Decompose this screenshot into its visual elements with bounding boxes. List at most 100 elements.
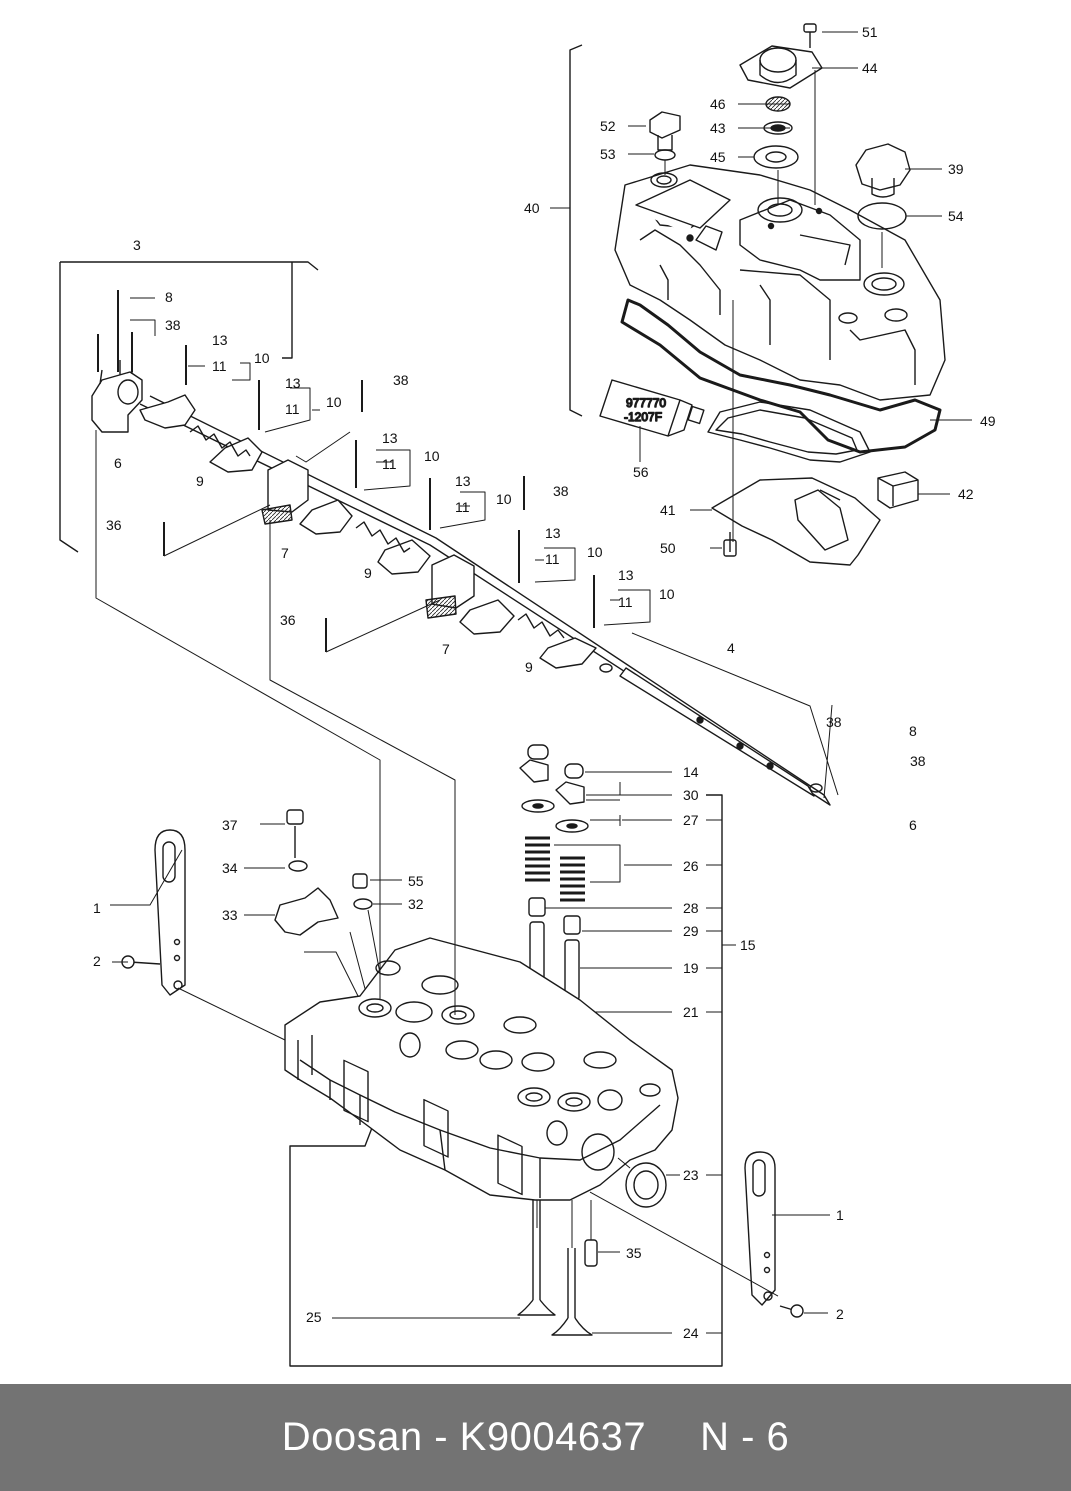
- callout-21: 21: [683, 1004, 699, 1020]
- callout-10-b: 10: [326, 394, 342, 410]
- callout-11-a: 11: [212, 358, 227, 374]
- callout-39: 39: [948, 161, 964, 177]
- callout-27: 27: [683, 812, 699, 828]
- callout-38-d: 38: [826, 714, 842, 730]
- callout-43: 43: [710, 120, 726, 136]
- callout-11-f: 11: [618, 594, 633, 610]
- callout-46: 46: [710, 96, 726, 112]
- callout-9-b: 9: [364, 565, 372, 581]
- callout-55: 55: [408, 873, 424, 889]
- callout-29: 29: [683, 923, 699, 939]
- callout-25: 25: [306, 1309, 322, 1325]
- lifting-eye-left: [154, 829, 186, 996]
- tube-label-line1: 977770: [626, 396, 666, 410]
- callout-11-b: 11: [285, 401, 300, 417]
- callout-labels: 51 44 46 52 43 53 45 39 40 54 3 8 38 13 …: [93, 24, 996, 1341]
- callout-10-e: 10: [587, 544, 603, 560]
- label-patch: [635, 179, 731, 229]
- rocker-support-center-1: [267, 459, 309, 513]
- cylinder-head: [95, 430, 830, 1336]
- valve-parts: [244, 744, 736, 1367]
- callout-36-a: 36: [106, 517, 122, 533]
- callout-13-e: 13: [545, 525, 561, 541]
- sealant-tube: 977770 -1207F: [599, 379, 705, 437]
- valve-spring-1: [525, 836, 550, 882]
- callout-36-b: 36: [280, 612, 296, 628]
- callout-11-e: 11: [545, 551, 560, 567]
- callout-6-left: 6: [114, 455, 122, 471]
- callout-38-c: 38: [553, 483, 569, 499]
- callout-56: 56: [633, 464, 649, 480]
- baffle-plate: [707, 401, 871, 463]
- callout-24: 24: [683, 1325, 699, 1341]
- tube-label-line2: -1207F: [624, 410, 662, 424]
- callout-10-c: 10: [424, 448, 440, 464]
- callout-13-c: 13: [382, 430, 398, 446]
- callout-14: 14: [683, 764, 699, 780]
- callout-7-a: 7: [281, 545, 289, 561]
- callout-37: 37: [222, 817, 238, 833]
- callout-35: 35: [626, 1245, 642, 1261]
- callout-44: 44: [862, 60, 878, 76]
- callout-8-right: 8: [909, 723, 917, 739]
- callout-52: 52: [600, 118, 616, 134]
- callout-11-d: 11: [455, 499, 470, 515]
- callout-7-b: 7: [442, 641, 450, 657]
- callout-13-f: 13: [618, 567, 634, 583]
- breather-block: [877, 471, 919, 509]
- callout-38-e: 38: [910, 753, 926, 769]
- callout-13-d: 13: [455, 473, 471, 489]
- callout-26: 26: [683, 858, 699, 874]
- callout-1-right: 1: [836, 1207, 844, 1223]
- exploded-parts-diagram: 977770 -1207F: [59, 23, 996, 1367]
- callout-15: 15: [740, 937, 756, 953]
- callout-34: 34: [222, 860, 238, 876]
- callout-10-a: 10: [254, 350, 270, 366]
- callout-11-c: 11: [382, 456, 397, 472]
- callout-38-b: 38: [393, 372, 409, 388]
- callout-32: 32: [408, 896, 424, 912]
- callout-45: 45: [710, 149, 726, 165]
- oil-seal: [625, 1162, 667, 1208]
- callout-13-b: 13: [285, 375, 301, 391]
- callout-2-right: 2: [836, 1306, 844, 1322]
- callout-51: 51: [862, 24, 878, 40]
- intake-valve: [517, 1200, 556, 1316]
- valve-cover-assembly: 977770 -1207F: [550, 23, 972, 566]
- callout-40: 40: [524, 200, 540, 216]
- callout-42: 42: [958, 486, 974, 502]
- callout-19: 19: [683, 960, 699, 976]
- callout-9-a: 9: [196, 473, 204, 489]
- callout-49: 49: [980, 413, 996, 429]
- callout-9-c: 9: [525, 659, 533, 675]
- callout-1-left: 1: [93, 900, 101, 916]
- lifting-eye-right: [744, 1151, 776, 1306]
- exhaust-valve: [551, 1248, 593, 1336]
- rocker-arm-assembly: [59, 261, 839, 806]
- footer-brand: Doosan: [281, 1415, 423, 1459]
- callout-3: 3: [133, 237, 141, 253]
- footer-separator: -: [434, 1415, 449, 1459]
- callout-6-right: 6: [909, 817, 917, 833]
- callout-13-a: 13: [212, 332, 228, 348]
- callout-33: 33: [222, 907, 238, 923]
- footer-page-ref: N - 6: [700, 1415, 790, 1459]
- footer-part-number: K9004637: [459, 1415, 647, 1459]
- valve-bridge: [274, 887, 339, 936]
- callout-53: 53: [600, 146, 616, 162]
- callout-54: 54: [948, 208, 964, 224]
- callout-38-left: 38: [165, 317, 181, 333]
- callout-8-left: 8: [165, 289, 173, 305]
- callout-10-d: 10: [496, 491, 512, 507]
- callout-23: 23: [683, 1167, 699, 1183]
- callout-30: 30: [683, 787, 699, 803]
- valve-spring-2: [560, 856, 585, 902]
- callout-28: 28: [683, 900, 699, 916]
- callout-2-left: 2: [93, 953, 101, 969]
- callout-4: 4: [727, 640, 735, 656]
- callout-10-f: 10: [659, 586, 675, 602]
- callout-50: 50: [660, 540, 676, 556]
- breather-plate: [711, 477, 881, 566]
- callout-41: 41: [660, 502, 676, 518]
- rocker-shaft: [139, 395, 831, 806]
